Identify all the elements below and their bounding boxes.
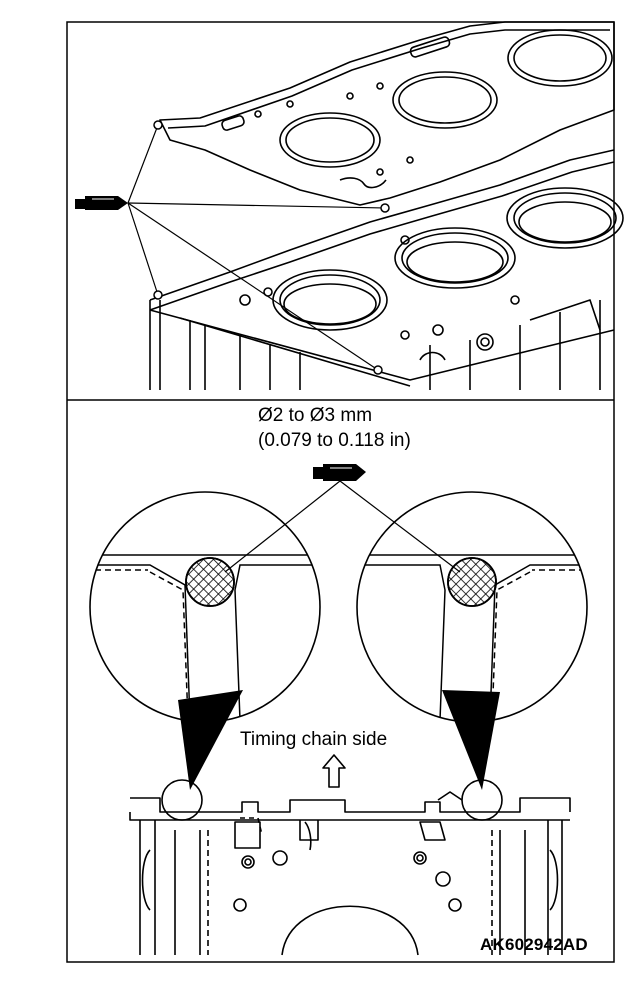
magnifier-pointers [178, 690, 500, 790]
sealant-points-bottom [161, 779, 503, 821]
bottom-engine-block [129, 791, 571, 956]
bead-size-in-label: (0.079 to 0.118 in) [258, 430, 411, 451]
top-leader-lines [127, 124, 386, 371]
sealant-points-top [153, 120, 390, 375]
figure-border [66, 21, 615, 963]
sealant-tube-icon [313, 464, 366, 481]
timing-chain-side-label: Timing chain side [240, 729, 388, 750]
detail-circle-right [356, 491, 588, 723]
bead-size-mm-label: Ø2 to Ø3 mm [258, 405, 373, 426]
up-arrow-icon [322, 754, 346, 788]
figure-code: AK602942AD [480, 935, 588, 954]
sealant-tube-icon [75, 196, 128, 210]
bottom-leader-lines [224, 480, 461, 573]
detail-circle-left [89, 491, 321, 723]
